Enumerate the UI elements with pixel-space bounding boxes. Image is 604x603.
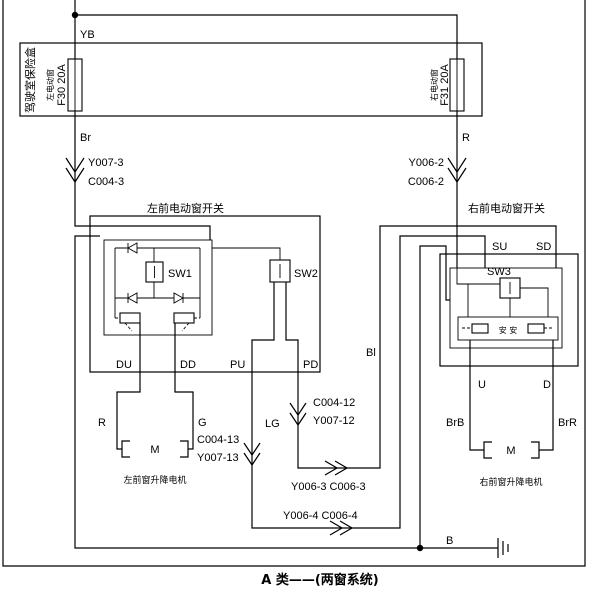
left-supply-wire-color: Br xyxy=(80,132,91,144)
pd-connector-label-2: Y007-12 xyxy=(313,415,355,427)
right-fuse-rating: F31 20A xyxy=(439,64,451,106)
left-supply: Br Y007-3 C004-3 xyxy=(65,111,211,240)
left-motor-wire-color-2: G xyxy=(198,417,207,429)
left-motor-title: 左前窗升降电机 xyxy=(123,474,186,486)
pd-connector-label-1: C004-12 xyxy=(313,397,355,409)
left-switch-rails xyxy=(114,247,201,318)
left-motor-bracket-right xyxy=(180,440,189,458)
fuse-box-outline xyxy=(19,42,483,117)
left-motor-bracket-left xyxy=(121,440,130,458)
right-supply-connector-label-1: Y006-2 xyxy=(409,157,444,169)
output-u: U xyxy=(478,379,486,391)
pu-to-right-connector xyxy=(329,520,354,536)
ground-icon xyxy=(497,538,509,558)
pd-to-right-connector xyxy=(324,460,349,476)
left-switch-inner-block xyxy=(103,239,213,336)
ground-circuit: B xyxy=(74,235,509,558)
sw2-label: SW2 xyxy=(294,268,318,280)
sw1-label: SW1 xyxy=(168,268,192,280)
right-supply-connector-label-2: C006-2 xyxy=(408,176,444,188)
terminal-pu: PU xyxy=(230,359,245,371)
supply-wire-color: YB xyxy=(80,29,95,41)
right-motor-bracket-right xyxy=(531,441,540,459)
right-motor-wire-d xyxy=(539,340,554,451)
terminal-du: DU xyxy=(116,359,132,371)
right-supply-connector xyxy=(447,157,467,184)
right-window-motor: M BrB BrR 右前窗升降电机 xyxy=(446,340,577,488)
left-ground-wire xyxy=(74,235,498,549)
left-motor-wire-dd xyxy=(174,323,194,450)
right-motor-bracket-left xyxy=(483,441,492,459)
supply-wire xyxy=(74,0,458,59)
right-switch-rails xyxy=(456,268,549,317)
pu-to-right-connector-label: Y006-4 C006-4 xyxy=(283,510,358,522)
diode-right-icon xyxy=(173,292,184,304)
right-motor-wire-color-2: BrR xyxy=(558,417,577,429)
left-fuse-circuit: 左电动窗 xyxy=(45,69,55,101)
contact-u xyxy=(471,323,489,334)
contact-d xyxy=(527,323,545,334)
pd-to-right-wire-color: Bl xyxy=(366,347,376,359)
supply-feed: YB xyxy=(71,0,458,59)
terminal-pd: PD xyxy=(303,359,318,371)
pu-connector-label-1: C004-13 xyxy=(197,434,239,446)
right-motor-symbol: M xyxy=(506,445,515,457)
contact-marks: 安 安 xyxy=(499,325,518,335)
pu-connector xyxy=(243,442,261,467)
sw3-label: SW3 xyxy=(487,266,511,278)
pd-connector xyxy=(289,402,307,427)
left-switch-title: 左前电动窗开关 xyxy=(147,201,224,215)
pu-connector-label-2: Y007-13 xyxy=(197,452,239,464)
left-window-switch: 左前电动窗开关 SW1 SW2 DU DD PU PD xyxy=(89,201,321,373)
outer-frame xyxy=(2,0,586,567)
right-window-switch: 右前电动窗开关 SU SD SW3 安 安 U D xyxy=(439,201,579,391)
supply-junction-dot xyxy=(71,11,79,19)
output-d: D xyxy=(543,379,551,391)
fuse-box: 驾驶室保险盒 左电动窗 F30 20A 右电动窗 F31 20A xyxy=(19,42,483,117)
diagram-caption: A 类——(两窗系统) xyxy=(261,572,378,588)
input-sd: SD xyxy=(536,241,551,253)
right-motor-wire-u xyxy=(469,340,484,451)
ground-junction-dot xyxy=(416,544,424,552)
right-supply-wire-color: R xyxy=(462,132,470,144)
fuse-box-title: 驾驶室保险盒 xyxy=(23,47,37,113)
left-switch-housing xyxy=(89,215,321,373)
right-motor-wire-color-1: BrB xyxy=(446,417,464,429)
left-fuse-rating: F30 20A xyxy=(56,64,68,106)
passenger-link-wiring: LG C004-13 Y007-13 C004-12 Y007-12 Y006-… xyxy=(197,225,557,536)
right-motor-title: 右前窗升降电机 xyxy=(479,476,542,488)
contact-dd xyxy=(173,312,195,324)
left-motor-wire-du xyxy=(116,323,141,450)
right-supply: R Y006-2 C006-2 xyxy=(408,111,470,268)
pd-bl-wire xyxy=(285,225,557,469)
right-switch-housing xyxy=(439,253,579,367)
right-switch-inner-block xyxy=(449,267,563,349)
contact-links xyxy=(115,317,200,332)
left-window-motor: M R G 左前窗升降电机 xyxy=(98,323,207,486)
left-motor-wire-color-1: R xyxy=(98,417,106,429)
left-supply-connector-label-1: Y007-3 xyxy=(88,157,123,169)
left-supply-wire xyxy=(74,111,211,240)
input-su: SU xyxy=(492,241,507,253)
diode-left-icon xyxy=(127,292,138,304)
contact-du xyxy=(119,312,141,324)
pu-lg-wire xyxy=(251,235,486,529)
right-fuse-circuit: 右电动窗 xyxy=(429,69,439,101)
pu-wire-color: LG xyxy=(265,418,280,430)
sw2-feed xyxy=(212,247,281,260)
right-ground-wire xyxy=(419,245,450,548)
right-switch-title: 右前电动窗开关 xyxy=(468,201,545,215)
ground-wire-color: B xyxy=(446,535,453,547)
diode-top-icon xyxy=(127,242,138,254)
terminal-dd: DD xyxy=(180,359,196,371)
left-motor-symbol: M xyxy=(150,444,159,456)
pd-to-right-connector-label: Y006-3 C006-3 xyxy=(291,481,366,493)
left-supply-connector xyxy=(65,157,85,184)
left-supply-connector-label-2: C004-3 xyxy=(88,176,124,188)
right-contact-assembly xyxy=(457,316,559,341)
